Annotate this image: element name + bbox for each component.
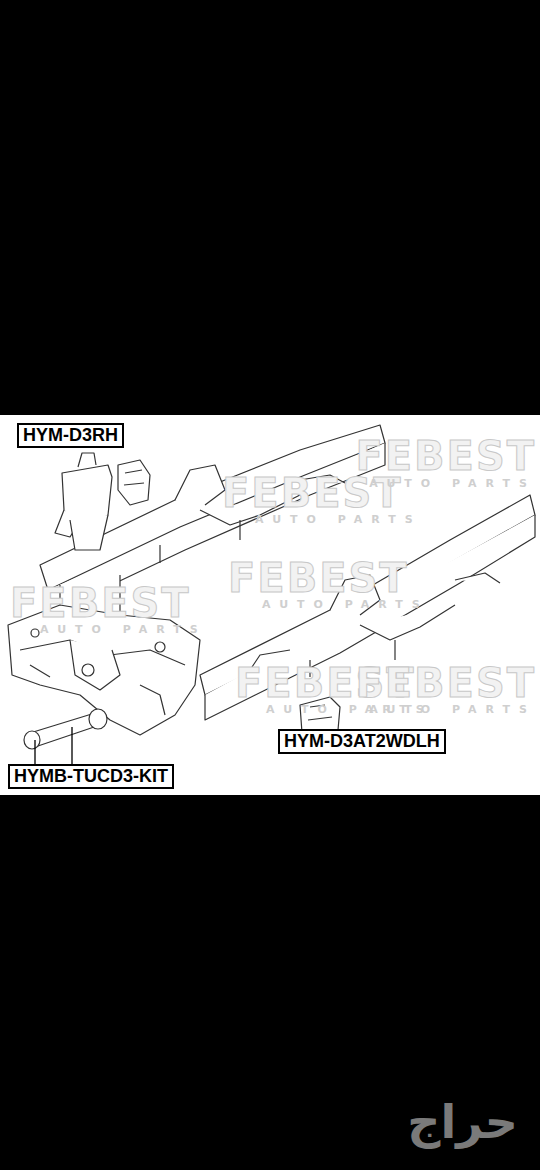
watermark-tagline: AUTO PARTS (262, 598, 429, 611)
part-number-box: HYM-D3RH (17, 423, 124, 448)
watermark-brand: FEBEST (355, 433, 536, 479)
site-logo: حراج (407, 1095, 518, 1149)
part-number-box: HYM-D3AT2WDLH (278, 729, 446, 754)
watermark-tagline: AUTO PARTS (255, 513, 422, 526)
diagram-panel: HYM-D3RH HYMB-TUCD3-KIT HYM-D3AT2WDLH FEBES… (0, 415, 540, 795)
watermark-brand: FEBEST (355, 660, 536, 706)
watermark-tagline: AUTO PARTS (369, 477, 536, 490)
part-number-box: HYMB-TUCD3-KIT (8, 764, 174, 789)
part-number: HYMB-TUCD3-KIT (14, 766, 168, 787)
watermark-brand: FEBEST (10, 580, 191, 626)
watermark-brand: FEBEST (228, 555, 409, 601)
part-number: HYM-D3AT2WDLH (284, 731, 440, 752)
part-number: HYM-D3RH (23, 425, 118, 446)
watermark-tagline: AUTO PARTS (369, 703, 536, 716)
watermark-tagline: AUTO PARTS (40, 623, 207, 636)
